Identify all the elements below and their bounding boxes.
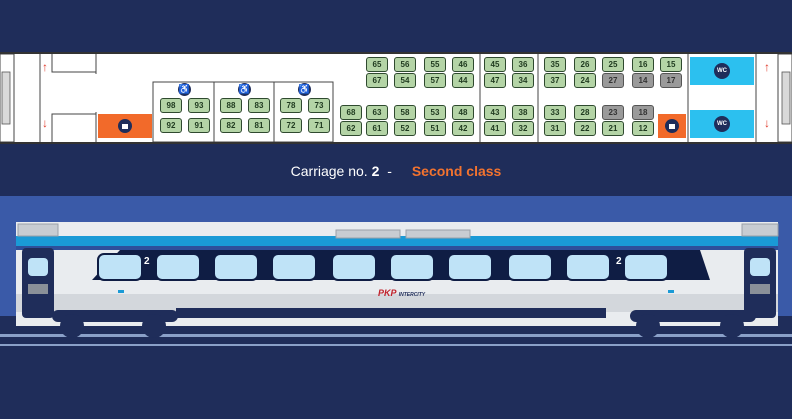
car-number-right: 2 [616, 256, 622, 267]
seat[interactable]: 23 [602, 105, 624, 120]
seat[interactable]: 71 [308, 118, 330, 133]
carriage-floor-plan: ↑ ↓ ↑ ↓ WC WC ♿ ♿ ♿ 65 56 55 46 45 36 35 26 25 16… [0, 52, 792, 144]
seat[interactable]: 58 [394, 105, 416, 120]
seat[interactable]: 88 [220, 98, 242, 113]
car-number-left: 2 [144, 256, 150, 267]
seat[interactable]: 54 [394, 73, 416, 88]
seat[interactable]: 53 [424, 105, 446, 120]
seat[interactable]: 68 [340, 105, 362, 120]
seat[interactable]: 43 [484, 105, 506, 120]
seat[interactable]: 37 [544, 73, 566, 88]
seat[interactable]: 62 [340, 121, 362, 136]
arrow-up-icon: ↑ [764, 60, 770, 74]
train-car-graphic [0, 196, 792, 414]
seat[interactable]: 24 [574, 73, 596, 88]
seat[interactable]: 26 [574, 57, 596, 72]
seat[interactable]: 83 [248, 98, 270, 113]
arrow-up-icon: ↑ [42, 60, 48, 74]
seat[interactable]: 18 [632, 105, 654, 120]
seat[interactable]: 42 [452, 121, 474, 136]
seat[interactable]: 12 [632, 121, 654, 136]
seat[interactable]: 52 [394, 121, 416, 136]
luggage-area-right [658, 114, 686, 138]
seat[interactable]: 17 [660, 73, 682, 88]
seat[interactable]: 46 [452, 57, 474, 72]
pkp-logo: PKP INTERCITY [378, 288, 426, 298]
seat[interactable]: 36 [512, 57, 534, 72]
arrow-down-icon: ↓ [764, 116, 770, 130]
seat[interactable]: 57 [424, 73, 446, 88]
seat[interactable]: 16 [632, 57, 654, 72]
seat[interactable]: 44 [452, 73, 474, 88]
wheelchair-icon: ♿ [178, 83, 191, 96]
train-illustration: 2 2 PKP INTERCITY [0, 196, 792, 414]
seat[interactable]: 34 [512, 73, 534, 88]
seat[interactable]: 25 [602, 57, 624, 72]
seat[interactable]: 61 [366, 121, 388, 136]
seat[interactable]: 93 [188, 98, 210, 113]
seat[interactable]: 27 [602, 73, 624, 88]
seat[interactable]: 65 [366, 57, 388, 72]
wc-icon: WC [714, 63, 730, 79]
seat[interactable]: 72 [280, 118, 302, 133]
seat[interactable]: 32 [512, 121, 534, 136]
seat[interactable]: 15 [660, 57, 682, 72]
caption-separator: - [387, 163, 392, 179]
wheelchair-icon: ♿ [238, 83, 251, 96]
seat[interactable]: 81 [248, 118, 270, 133]
seat[interactable]: 73 [308, 98, 330, 113]
seat[interactable]: 48 [452, 105, 474, 120]
seat[interactable]: 47 [484, 73, 506, 88]
luggage-area-left [98, 114, 152, 138]
seat[interactable]: 41 [484, 121, 506, 136]
class-label: Second class [411, 163, 502, 179]
seat[interactable]: 78 [280, 98, 302, 113]
arrow-down-icon: ↓ [42, 116, 48, 130]
seat[interactable]: 63 [366, 105, 388, 120]
wc-icon: WC [714, 116, 730, 132]
seat[interactable]: 33 [544, 105, 566, 120]
seat[interactable]: 51 [424, 121, 446, 136]
caption-prefix: Carriage no. [290, 163, 368, 179]
carriage-caption: Carriage no. 2 - Second class [0, 163, 792, 179]
wheelchair-icon: ♿ [298, 83, 311, 96]
seat[interactable]: 38 [512, 105, 534, 120]
wc-top: WC [690, 57, 754, 85]
seat[interactable]: 35 [544, 57, 566, 72]
wc-bottom: WC [690, 110, 754, 138]
seat[interactable]: 82 [220, 118, 242, 133]
seat[interactable]: 21 [602, 121, 624, 136]
luggage-icon [118, 119, 132, 133]
carriage-number: 2 [371, 163, 380, 179]
seat[interactable]: 56 [394, 57, 416, 72]
seat[interactable]: 28 [574, 105, 596, 120]
seat[interactable]: 31 [544, 121, 566, 136]
luggage-icon [665, 119, 679, 133]
seat[interactable]: 45 [484, 57, 506, 72]
seat[interactable]: 14 [632, 73, 654, 88]
seat[interactable]: 91 [188, 118, 210, 133]
seat[interactable]: 92 [160, 118, 182, 133]
seat[interactable]: 55 [424, 57, 446, 72]
seat[interactable]: 22 [574, 121, 596, 136]
seat[interactable]: 67 [366, 73, 388, 88]
seat[interactable]: 98 [160, 98, 182, 113]
